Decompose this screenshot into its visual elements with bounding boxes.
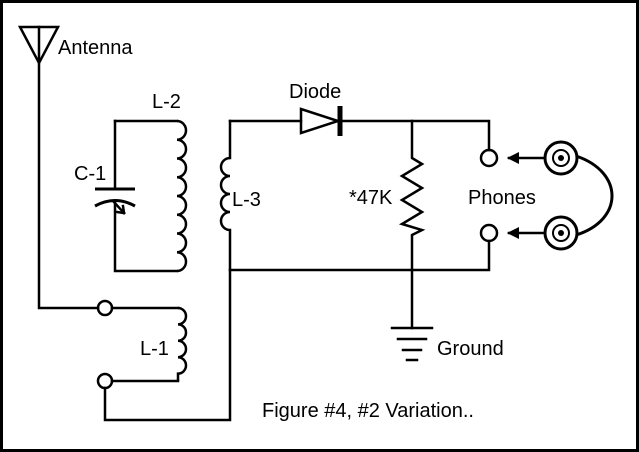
capacitor-c1	[94, 187, 136, 215]
diode	[228, 106, 491, 152]
resistor-label: *47K	[349, 187, 393, 209]
coil-l3	[219, 119, 232, 270]
coil-l1	[96, 268, 232, 422]
phone-jack-top	[479, 148, 547, 168]
antenna-label: Antenna	[58, 37, 133, 59]
phones-label: Phones	[468, 187, 536, 209]
resistor-47k	[398, 119, 426, 272]
figure-caption: Figure #4, #2 Variation..	[262, 400, 474, 422]
l2-label: L-2	[152, 91, 181, 113]
tank-circuit	[113, 119, 188, 273]
l1-label: L-1	[140, 338, 169, 360]
diode-label: Diode	[289, 81, 341, 103]
ground-label: Ground	[437, 338, 504, 360]
bottom-rail	[228, 239, 491, 330]
headphone-plug-top	[543, 140, 579, 176]
l3-label: L-3	[232, 189, 261, 211]
headphone-cord	[575, 154, 614, 237]
headphone-plug-bottom	[543, 215, 579, 251]
c1-label: C-1	[74, 163, 106, 185]
antenna-symbol	[17, 25, 100, 310]
phone-jack-bottom	[479, 223, 547, 243]
ground-symbol	[390, 326, 434, 362]
